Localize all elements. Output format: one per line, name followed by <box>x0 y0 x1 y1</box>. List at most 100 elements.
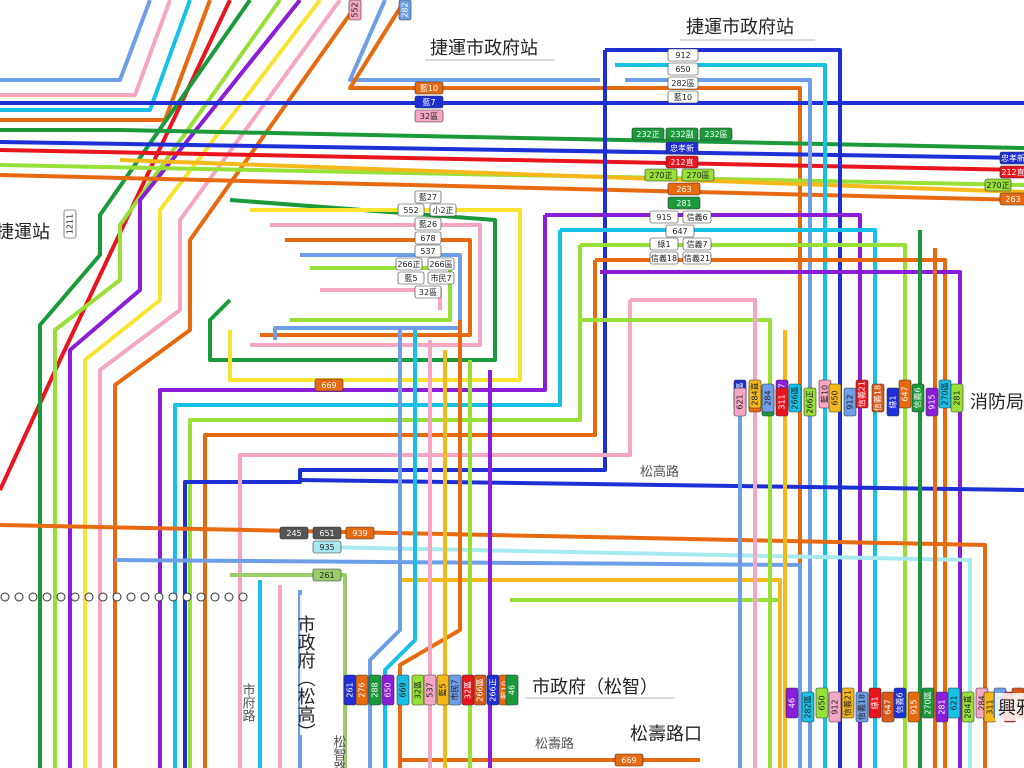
route-tag-lowerbus-4[interactable]: 935 <box>312 540 342 554</box>
route-tag-bottomA-6[interactable]: 537 <box>423 674 437 706</box>
route-tag-midright-6[interactable]: 信義21 <box>682 251 712 265</box>
route-tag-top-1[interactable]: 650 <box>667 62 699 76</box>
route-tag-top-0[interactable]: 912 <box>667 48 699 62</box>
route-tag-central-10[interactable]: 32區 <box>414 285 442 299</box>
route-tag-bottomA-11[interactable]: 266正 <box>486 674 500 706</box>
station-mrt-left[interactable]: 捷運站 <box>0 222 50 243</box>
route-tag-bottomB-13[interactable]: 284直 <box>961 691 975 723</box>
route-tag-bottomB-12[interactable]: 621 <box>947 687 961 719</box>
route-tag-bottomA-2[interactable]: 288 <box>368 674 382 706</box>
route-tag-vright-11[interactable]: 綠1 <box>886 387 900 417</box>
route-tag-vright-9[interactable]: 信義21 <box>855 379 869 409</box>
route-tag-cross-4[interactable]: 212直 <box>665 155 699 169</box>
route-tag-lowerbus-1[interactable]: 245 <box>279 526 309 540</box>
route-tag-vright-7[interactable]: 650 <box>828 383 842 413</box>
route-tag-bottomB-6[interactable]: 綠1 <box>868 687 882 719</box>
station-fire-dept[interactable]: 消防局 <box>970 392 1024 413</box>
route-tag-vright-13[interactable]: 信義6 <box>911 383 925 413</box>
route-tag-bottomB-2[interactable]: 650 <box>815 687 829 719</box>
route-tag-bottomA-13[interactable]: 46 <box>505 674 519 706</box>
route-tag-lowerbus-3[interactable]: 939 <box>345 526 375 540</box>
route-tag-bottomA-10[interactable]: 266區 <box>473 674 487 706</box>
route-tag-bottomA-3[interactable]: 650 <box>381 674 395 706</box>
route-tag-bottomB-5[interactable]: 信義18 <box>855 691 869 723</box>
route-tag-vright-19[interactable]: 284 <box>761 383 775 413</box>
station-city-hall-songgao[interactable]: 市政府（松高） <box>295 615 316 741</box>
route-tag-bottomB-3[interactable]: 912 <box>828 691 842 723</box>
station-mrt-city-hall-right[interactable]: 捷運市政府站 <box>686 17 794 38</box>
route-tag-vright-15[interactable]: 270區 <box>938 379 952 409</box>
route-tag-vright-18[interactable]: 284直 <box>748 379 762 409</box>
route-tag-top-3[interactable]: 藍10 <box>667 90 699 104</box>
route-tag-vright-17[interactable]: 621 <box>733 387 747 417</box>
route-tag-misc-3[interactable]: 669 <box>614 753 644 767</box>
route-tag-central-2[interactable]: 小2正 <box>429 203 457 217</box>
route-tag-cross-8[interactable]: 281 <box>667 196 701 210</box>
station-songshou-rd[interactable]: 松壽路口 <box>630 724 702 745</box>
route-tag-cross-6[interactable]: 270區 <box>681 168 715 182</box>
route-tag-bottomB-4[interactable]: 信義21 <box>841 687 855 719</box>
route-tag-lowerbus-5[interactable]: 261 <box>312 568 342 582</box>
route-tag-vright-20[interactable]: 311 <box>775 387 789 417</box>
route-tag-cross-3[interactable]: 忠孝新 <box>665 141 699 155</box>
route-tag-midright-4[interactable]: 信義7 <box>682 237 712 251</box>
route-tag-central-3[interactable]: 藍26 <box>414 217 442 231</box>
route-tag-misc-1[interactable]: 552 <box>348 0 362 21</box>
route-tag-vright-4[interactable]: 266區 <box>788 383 802 413</box>
route-tag-vright-12[interactable]: 647 <box>898 379 912 409</box>
route-tag-vright-8[interactable]: 912 <box>843 387 857 417</box>
route-tag-top-2[interactable]: 282區 <box>667 76 699 90</box>
route-tag-bottomB-7[interactable]: 647 <box>881 691 895 723</box>
route-tag-cross-2[interactable]: 232區 <box>699 127 733 141</box>
route-tag-bottomA-1[interactable]: 276 <box>355 674 369 706</box>
route-tag-misc-2[interactable]: 282 <box>398 0 412 21</box>
route-tag-midright-1[interactable]: 信義6 <box>682 210 712 224</box>
route-tag-vright-10[interactable]: 信義18 <box>871 383 885 413</box>
route-tag-misc-0[interactable]: 1211 <box>63 209 77 239</box>
route-tag-bottomB-9[interactable]: 915 <box>907 691 921 723</box>
station-mrt-city-hall-north[interactable]: 捷運市政府站 <box>430 38 538 59</box>
route-tag-north-2[interactable]: 32區 <box>414 109 444 123</box>
route-tag-central-8[interactable]: 藍5 <box>397 271 425 285</box>
route-tag-midright-3[interactable]: 綠1 <box>649 237 679 251</box>
route-tag-lowerbus-0[interactable]: 669 <box>314 378 344 392</box>
route-tag-bottomA-4[interactable]: 669 <box>396 674 410 706</box>
station-xing[interactable]: 興雅 <box>998 698 1024 719</box>
route-tag-farright-2[interactable]: 270正 <box>984 178 1012 192</box>
route-tag-vright-16[interactable]: 281 <box>950 383 964 413</box>
route-tag-bottomB-10[interactable]: 270區 <box>921 687 935 719</box>
route-tag-bottomB-1[interactable]: 282區 <box>801 691 815 723</box>
route-tag-bottomB-0[interactable]: 46 <box>785 687 799 719</box>
route-tag-central-5[interactable]: 537 <box>414 244 442 258</box>
route-tag-central-9[interactable]: 市民7 <box>427 271 455 285</box>
route-tag-north-1[interactable]: 藍7 <box>414 95 444 109</box>
route-tag-farright-3[interactable]: 263 <box>999 192 1024 206</box>
route-tag-midright-0[interactable]: 915 <box>649 210 679 224</box>
route-tag-cross-1[interactable]: 232副 <box>665 127 699 141</box>
route-tag-central-0[interactable]: 藍27 <box>414 190 442 204</box>
station-city-hall-songzhi[interactable]: 市政府（松智） <box>532 677 658 698</box>
route-tag-farright-0[interactable]: 忠孝新 <box>999 151 1024 165</box>
route-tag-lowerbus-2[interactable]: 651 <box>312 526 342 540</box>
route-tag-cross-0[interactable]: 232正 <box>631 127 665 141</box>
route-tag-bottomB-15[interactable]: 311 <box>983 691 997 723</box>
route-tag-bottomA-5[interactable]: 32區 <box>411 674 425 706</box>
route-tag-vright-5[interactable]: 266正 <box>803 387 817 417</box>
route-tag-midright-2[interactable]: 647 <box>665 224 695 238</box>
route-tag-bottomA-9[interactable]: 32區 <box>461 674 475 706</box>
route-tag-bottomA-7[interactable]: 藍5 <box>436 674 450 706</box>
route-tag-central-6[interactable]: 266正 <box>395 257 423 271</box>
route-tag-cross-7[interactable]: 263 <box>667 182 701 196</box>
route-tag-central-7[interactable]: 266區 <box>427 257 455 271</box>
route-tag-midright-5[interactable]: 信義18 <box>649 251 679 265</box>
route-tag-vright-14[interactable]: 915 <box>925 387 939 417</box>
route-tag-cross-5[interactable]: 270正 <box>644 168 678 182</box>
route-tag-bottomA-0[interactable]: 261 <box>343 674 357 706</box>
route-tag-bottomA-8[interactable]: 市民7 <box>448 674 462 706</box>
route-tag-bottomB-11[interactable]: 281 <box>935 691 949 723</box>
route-tag-north-0[interactable]: 藍10 <box>414 81 444 95</box>
route-tag-central-4[interactable]: 678 <box>414 231 442 245</box>
route-tag-farright-1[interactable]: 212直 <box>999 165 1024 179</box>
route-tag-central-1[interactable]: 552 <box>397 203 425 217</box>
route-tag-bottomB-8[interactable]: 信義6 <box>893 687 907 719</box>
